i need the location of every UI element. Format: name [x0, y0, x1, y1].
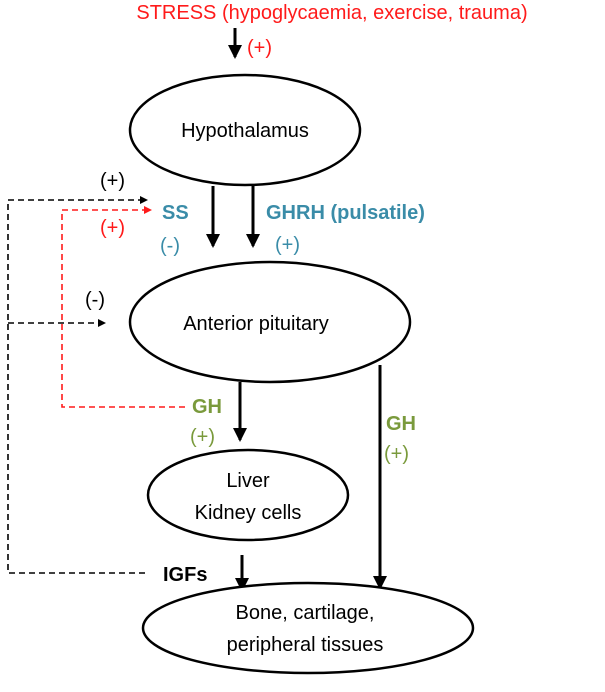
stress-label: STRESS (hypoglycaemia, exercise, trauma) [136, 2, 527, 24]
ss-effect: (-) [160, 235, 180, 257]
kidney-label: Kidney cells [195, 502, 302, 524]
ghrh-label: GHRH (pulsatile) [266, 202, 425, 224]
bone-label-line2: peripheral tissues [227, 634, 384, 656]
gh-right-effect: (+) [384, 443, 409, 465]
gh-left-label: GH [192, 396, 222, 418]
igf-to-pituitary-effect: (-) [85, 289, 105, 311]
hypothalamus-label: Hypothalamus [181, 120, 309, 142]
liver-kidney-node [146, 448, 350, 542]
bone-label-line1: Bone, cartilage, [236, 602, 375, 624]
hypothalamus-node [128, 73, 362, 187]
igf-to-ss-effect: (+) [100, 170, 125, 192]
gh-feedback-ss-line [61, 206, 185, 408]
liver-label: Liver [226, 470, 270, 492]
gh-right-label: GH [386, 413, 416, 435]
bone-tissue-node [141, 581, 475, 675]
ghrh-effect: (+) [275, 234, 300, 256]
ss-label: SS [162, 202, 189, 224]
gh-to-ss-effect: (+) [100, 217, 125, 239]
igf-feedback-ss-line [7, 196, 148, 574]
anterior-pituitary-label: Anterior pituitary [183, 313, 329, 335]
anterior-pituitary-node [128, 260, 412, 384]
gh-left-effect: (+) [190, 426, 215, 448]
stress-effect: (+) [247, 37, 272, 59]
igfs-label: IGFs [163, 564, 207, 586]
